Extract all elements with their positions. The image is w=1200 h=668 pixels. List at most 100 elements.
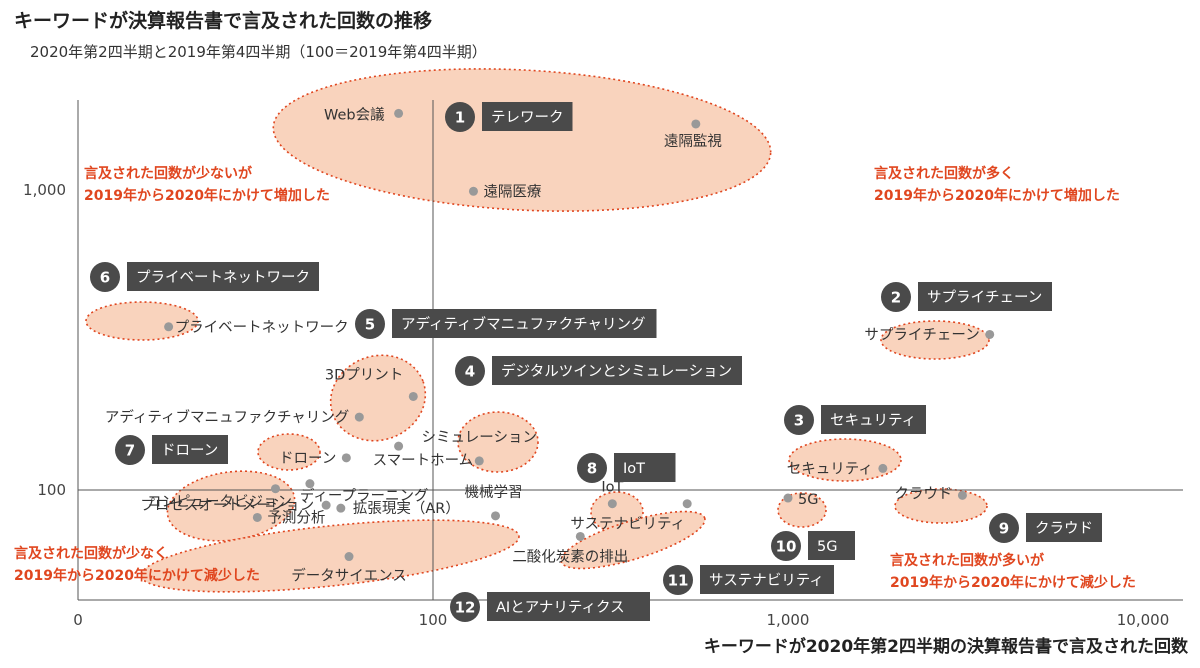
data-point-label: ディープラーニング (300, 487, 429, 505)
badge-number-circle (881, 282, 911, 312)
data-point (682, 499, 692, 509)
quadrant-note: 言及された回数が少ないが (84, 165, 253, 182)
highlight-ellipse (166, 470, 296, 542)
badge-label: セキュリティ (830, 413, 916, 429)
data-point (305, 479, 315, 489)
data-point-label: 機械学習 (465, 484, 523, 501)
data-point-label: 遠隔医療 (483, 183, 541, 200)
badge-number: 10 (776, 538, 797, 556)
data-point (491, 511, 501, 521)
badge-label-box (152, 435, 228, 464)
badge-number: 2 (891, 289, 901, 307)
data-point (394, 108, 404, 118)
data-point-label: 遠隔監視 (664, 133, 722, 150)
data-point (957, 490, 967, 500)
data-point-label: 予測分析 (267, 509, 325, 526)
badge-number: 7 (125, 442, 135, 460)
quadrant-annotations: 言及された回数が少ないが 2019年から2020年にかけて増加した言及された回数が… (14, 165, 1136, 591)
data-point-label: サプライチェーン (864, 326, 979, 343)
badge-number-circle (455, 356, 485, 386)
badge-number: 3 (794, 412, 804, 430)
data-point (344, 552, 354, 562)
badge-label-box (821, 405, 926, 434)
quadrant-note: 2019年から2020年にかけて増加した (84, 187, 330, 204)
badge-number: 1 (455, 109, 465, 127)
data-point-label: シミュレーション (422, 430, 537, 446)
data-point-label: ドローン (279, 451, 336, 467)
badge-label: IoT (623, 461, 645, 477)
highlight-ellipse (880, 320, 990, 360)
data-point (270, 484, 280, 494)
x-tick-label: 100 (419, 611, 448, 629)
y-tick-label: 1,000 (23, 181, 66, 199)
badge-number-circle (577, 453, 607, 483)
highlight-ellipse (257, 433, 321, 471)
badge-label-box (1026, 513, 1102, 542)
data-point-label: サステナビリティ (570, 516, 685, 533)
badge-number-circle (115, 435, 145, 465)
data-point (408, 391, 418, 401)
badge-number-circle (771, 531, 801, 561)
data-point (878, 463, 888, 473)
highlight-ellipse (272, 68, 772, 212)
badge-label: クラウド (1035, 520, 1093, 537)
data-point (468, 186, 478, 196)
badge-number: 9 (999, 520, 1009, 538)
badge-number-circle (90, 262, 120, 292)
badge-number-circle (450, 592, 480, 622)
data-points: Web会議遠隔監視遠隔医療プライベートネットワークサプライチェーン3Dプリントア… (105, 105, 995, 585)
category-badges: 1 テレワーク 2 サプライチェーン 3 セキュリティ 4 デジタルツインとシミュレーション 5… (90, 102, 1102, 622)
badge-number: 4 (465, 363, 475, 381)
data-point (985, 329, 995, 339)
badge-label-box (392, 309, 657, 338)
data-point (783, 493, 793, 503)
data-point-label: プライベートネットワーク (175, 319, 349, 336)
x-tick-label: 10,000 (1117, 611, 1170, 629)
badge-label: テレワーク (491, 109, 564, 126)
badge-label: ドローン (161, 443, 218, 459)
chart-title: キーワードが決算報告書で言及された回数の推移 (14, 9, 432, 32)
data-point-label: プロセスオートメーション (140, 497, 314, 514)
badge-number-circle (355, 309, 385, 339)
data-point (691, 119, 701, 129)
highlight-regions (85, 68, 990, 593)
data-point (354, 412, 364, 422)
badge-label-box (492, 356, 742, 385)
badge-label: プライベートネットワーク (136, 269, 310, 286)
data-point-label: コンピュータビジョン (147, 494, 292, 511)
badge-label-box (482, 102, 573, 131)
data-point-label: IoT (601, 480, 623, 496)
badge-label: デジタルツインとシミュレーション (501, 362, 732, 380)
quadrant-note: 2019年から2020年にかけて増加した (874, 187, 1120, 204)
badge-label-box (808, 531, 855, 560)
data-point-label: アディティブマニュファクチャリング (105, 408, 349, 426)
badge-label: サプライチェーン (927, 289, 1042, 306)
data-point (607, 499, 617, 509)
highlight-ellipse (329, 354, 427, 442)
quadrant-note: 言及された回数が少なく (14, 545, 168, 562)
data-point-label: 5G (798, 492, 818, 508)
badge-label-box (614, 453, 676, 482)
x-tick-label: 0 (73, 611, 83, 629)
highlight-ellipse (788, 438, 902, 482)
badge-number-circle (989, 513, 1019, 543)
badge-number-circle (663, 565, 693, 595)
badge-number: 11 (668, 572, 689, 590)
data-point-label: 3Dプリント (325, 366, 403, 383)
badge-label-box (700, 565, 834, 594)
data-point-label: 二酸化炭素の排出 (512, 548, 628, 565)
badge-number-circle (445, 102, 475, 132)
chart-subtitle: 2020年第2四半期と2019年第4四半期（100＝2019年第4四半期） (30, 43, 487, 61)
x-axis-label: キーワードが2020年第2四半期の決算報告書で言及された回数 (704, 636, 1189, 657)
badge-label-box (127, 262, 319, 291)
data-point-label: スマートホーム (373, 453, 474, 469)
quadrant-note: 言及された回数が多いが (890, 552, 1045, 569)
badge-label: 5G (817, 539, 837, 555)
data-point (394, 441, 404, 451)
badge-number: 6 (100, 269, 110, 287)
badge-number: 8 (587, 460, 597, 478)
data-point-label: Web会議 (324, 105, 385, 123)
badge-label: アディティブマニュファクチャリング (401, 315, 645, 333)
highlight-ellipse (560, 510, 706, 570)
